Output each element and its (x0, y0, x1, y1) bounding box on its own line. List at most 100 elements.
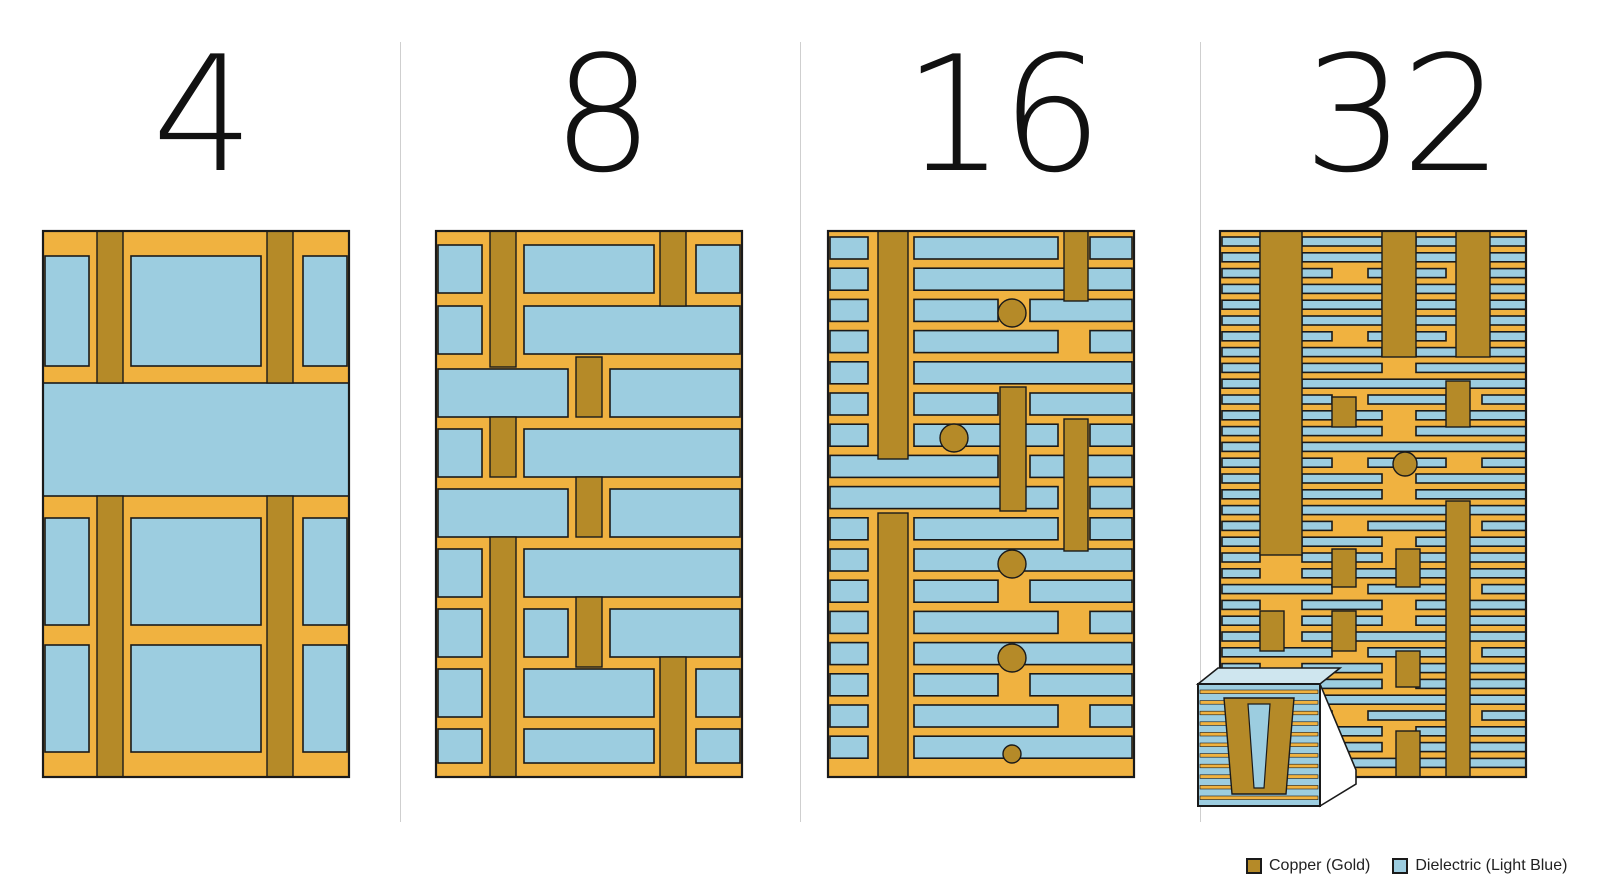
dielectric-layer (1415, 599, 1527, 611)
copper-legend-label: Copper (Gold) (1269, 857, 1371, 874)
dielectric-layer (829, 579, 869, 604)
dielectric-layer (829, 267, 869, 292)
via-barrel (575, 356, 603, 418)
dielectric-layer (1221, 236, 1261, 247)
dielectric-swatch (1392, 858, 1409, 874)
dielectric-layer (1301, 694, 1527, 706)
dielectric-layer (1301, 346, 1383, 358)
via-barrel (489, 536, 517, 778)
dielectric-layer (913, 423, 1059, 448)
dielectric-layer (913, 704, 1059, 728)
dielectric-layer (829, 548, 869, 572)
dielectric-layer (913, 329, 1059, 354)
dielectric-layer (1301, 473, 1383, 484)
dielectric-layer (1029, 392, 1133, 416)
dielectric-layer (1301, 378, 1527, 390)
dielectric-layer (1301, 425, 1383, 437)
dielectric-layer (695, 244, 741, 294)
via-barrel (1331, 396, 1357, 428)
dielectric-layer (1221, 599, 1261, 611)
via-barrel (96, 495, 124, 778)
via-barrel (877, 512, 909, 778)
dielectric-layer (913, 672, 999, 697)
dielectric-layer (1415, 409, 1527, 421)
panel-divider-3 (1200, 42, 1201, 822)
via-barrel (1395, 730, 1421, 778)
dielectric-layer (523, 244, 655, 294)
via-barrel (575, 476, 603, 538)
via-barrel (96, 230, 124, 384)
via-barrel (659, 230, 687, 307)
dielectric-layer (913, 360, 1133, 385)
via-barrel (1259, 610, 1285, 652)
dielectric-layer (1221, 283, 1261, 295)
board-border (1218, 229, 1528, 779)
panel-divider-1 (400, 42, 401, 822)
dielectric-layer (913, 516, 1059, 541)
via-pad (997, 643, 1027, 673)
pcb-cross-section-4-layer (41, 229, 351, 779)
dielectric-layer (1301, 441, 1527, 453)
inset-copper-layer (1199, 795, 1319, 800)
dielectric-layer (1089, 610, 1133, 635)
dielectric-layer (829, 641, 869, 666)
dielectric-layer (302, 644, 348, 753)
dielectric-layer (437, 548, 483, 598)
dielectric-layer (1301, 299, 1383, 311)
dielectric-layer (1221, 473, 1261, 484)
dielectric-layer (913, 610, 1059, 635)
dielectric-layer (523, 668, 655, 718)
via-pad (1002, 744, 1022, 764)
via-barrel (1259, 230, 1303, 556)
dielectric-layer (437, 244, 483, 294)
dielectric-layer (1089, 236, 1133, 260)
dielectric-layer (609, 608, 741, 658)
dielectric-layer (1029, 579, 1133, 604)
dielectric-layer (1415, 536, 1527, 548)
dielectric-layer (609, 488, 741, 538)
dielectric-layer (130, 644, 262, 753)
dielectric-layer (1221, 409, 1261, 421)
pcb-cross-section-8-layer (434, 229, 744, 779)
dielectric-layer (1481, 394, 1527, 405)
dielectric-layer (1415, 725, 1527, 737)
pcb-cross-section-16-layer (826, 229, 1136, 779)
dielectric-layer (913, 236, 1059, 260)
dielectric-layer (1221, 425, 1261, 437)
dielectric-layer (1481, 646, 1527, 658)
dielectric-layer (1415, 362, 1527, 374)
dielectric-layer (523, 305, 741, 355)
dielectric-layer (1221, 346, 1261, 358)
dielectric-layer (437, 305, 483, 355)
copper-swatch (1246, 858, 1262, 874)
layer-count-4: 4 (152, 21, 254, 208)
dielectric-layer (523, 548, 741, 598)
dielectric-layer (437, 488, 569, 538)
dielectric-layer (302, 255, 348, 367)
via-barrel (877, 230, 909, 460)
dielectric-layer (829, 610, 869, 635)
dielectric-layer (523, 428, 741, 478)
via-barrel (1063, 418, 1089, 552)
legend: Copper (Gold) Dielectric (Light Blue) (1246, 855, 1567, 877)
via-barrel (1455, 230, 1491, 358)
via-barrel (1445, 380, 1471, 428)
dielectric-layer (437, 728, 483, 764)
dielectric-layer (437, 368, 569, 418)
dielectric-layer (1481, 520, 1527, 532)
dielectric-layer (1301, 504, 1527, 516)
via-barrel (575, 596, 603, 668)
dielectric-layer (1221, 488, 1261, 500)
dielectric-layer (1221, 362, 1261, 374)
pcb-cross-section-32-layer (1218, 229, 1528, 779)
dielectric-layer (1089, 329, 1133, 354)
legend-item-copper: Copper (Gold) (1246, 857, 1370, 875)
via-pad (997, 549, 1027, 579)
dielectric-layer (1221, 504, 1261, 516)
dielectric-layer (695, 668, 741, 718)
dielectric-layer (1481, 710, 1527, 721)
via-barrel (999, 386, 1027, 512)
board-border (826, 229, 1136, 779)
inset-copper-layer (1199, 689, 1319, 694)
dielectric-layer (1367, 394, 1447, 405)
